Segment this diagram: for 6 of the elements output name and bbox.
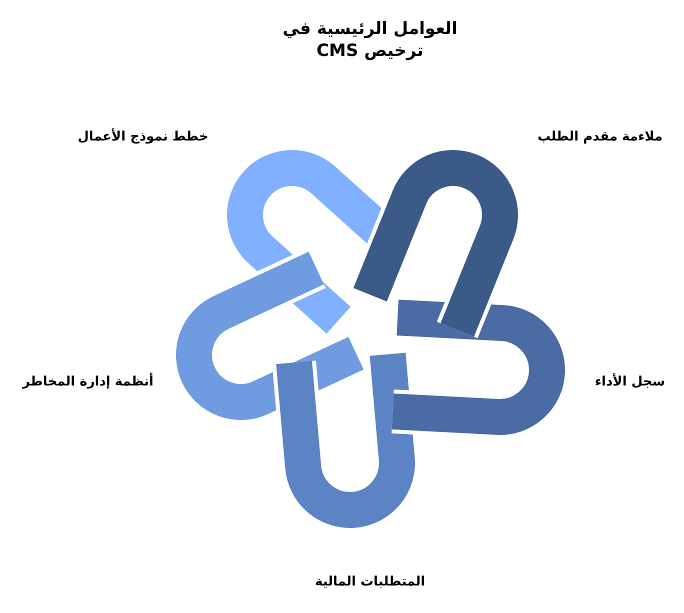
loop-label: سجل الأداء [594, 374, 666, 390]
loop-label: أنظمة إدارة المخاطر [22, 374, 154, 390]
loop-label: خطط نموذج الأعمال [78, 130, 208, 144]
loop-label: المتطلبات المالية [314, 574, 426, 590]
title: العوامل الرئيسية في ترخيص CMS [282, 18, 458, 62]
loop-label: ملاءمة مقدم الطلب [537, 130, 663, 144]
